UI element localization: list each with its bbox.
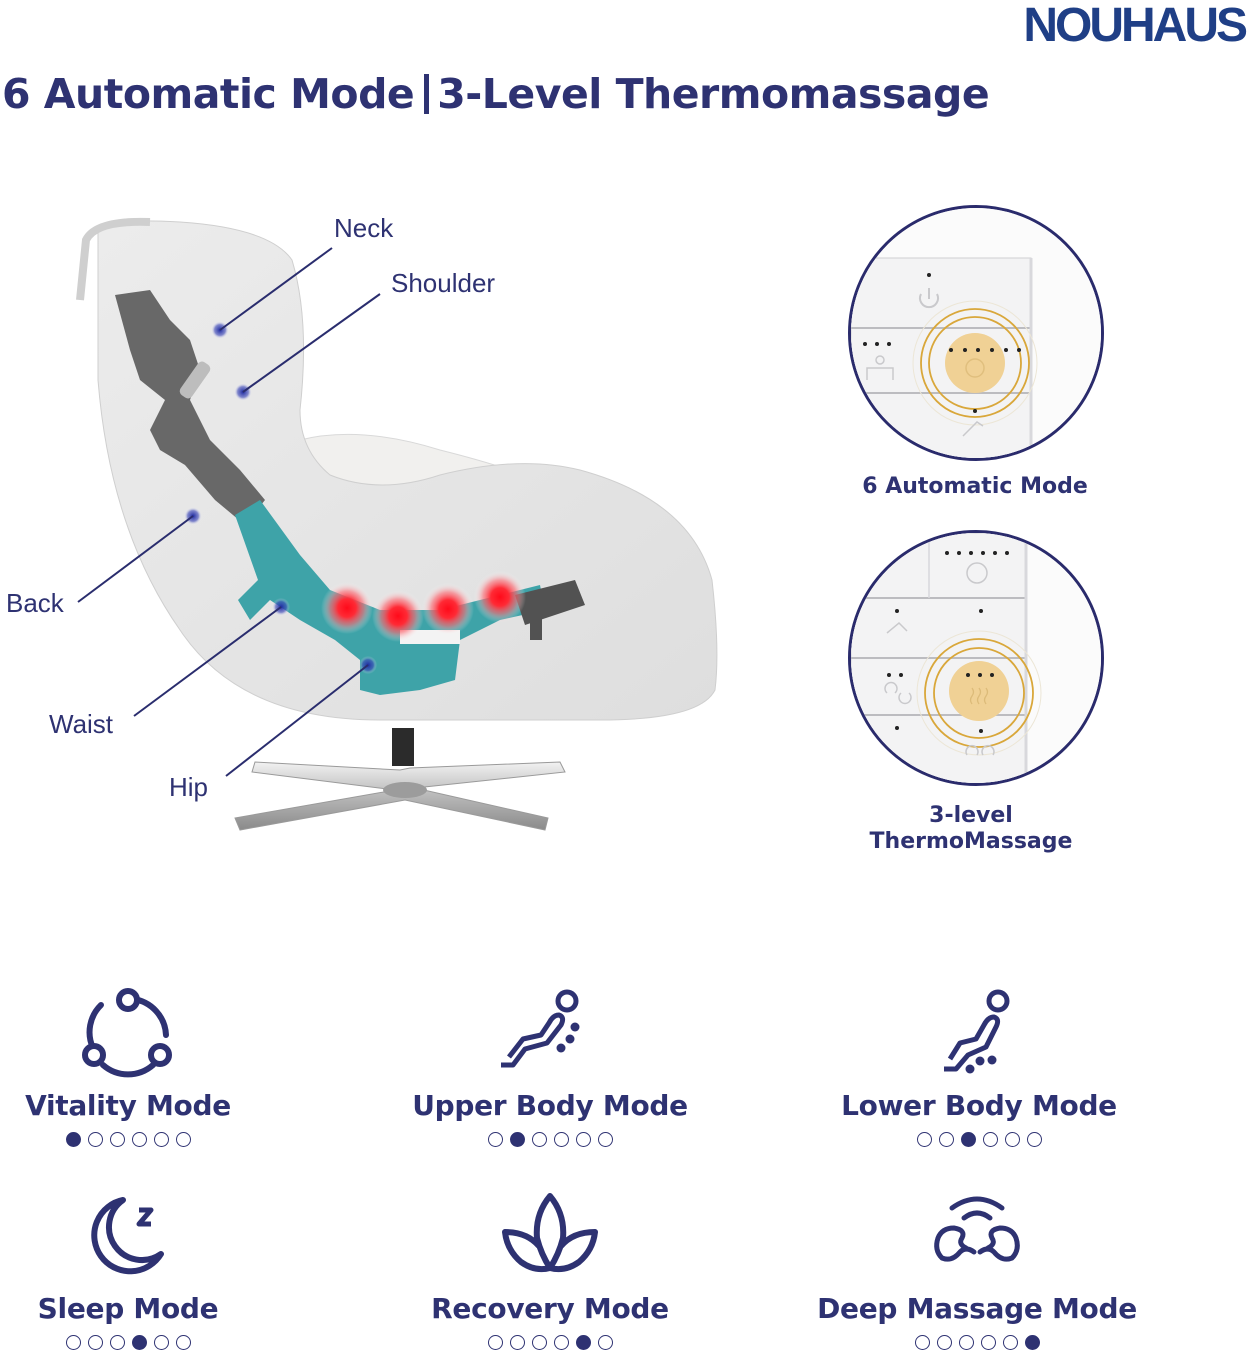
indicator-dot [531, 1335, 547, 1350]
mode-card-vitality: Vitality Mode [0, 985, 328, 1147]
remote-panel-thermo [848, 530, 1104, 786]
indicator-dot [153, 1132, 169, 1147]
mode-indicator-sleep [0, 1335, 328, 1350]
indicator-dot [597, 1132, 613, 1147]
title-divider [424, 74, 430, 114]
mode-card-deep-massage: Deep Massage Mode [777, 1188, 1177, 1350]
zone-label-waist: Waist [49, 709, 114, 739]
zone-label-back: Back [6, 588, 64, 618]
indicator-dot [65, 1132, 81, 1147]
caption-line-1: 3-level [929, 803, 1013, 828]
mode-card-recovery: Recovery Mode [350, 1188, 750, 1350]
indicator-dot [509, 1335, 525, 1350]
upper-body-icon [501, 989, 580, 1068]
indicator-dot [175, 1132, 191, 1147]
remote-closeup-auto [851, 208, 1101, 458]
zone-label-hip: Hip [169, 772, 209, 802]
indicator-dot [109, 1132, 125, 1147]
indicator-dot [1004, 1132, 1020, 1147]
indicator-dot [1026, 1132, 1042, 1147]
indicator-dot [153, 1335, 169, 1350]
indicator-dot [531, 1132, 547, 1147]
indicator-dot [982, 1132, 998, 1147]
lower-body-icon [944, 989, 1010, 1074]
mode-indicator-lower-body [779, 1132, 1179, 1147]
indicator-dot [487, 1335, 503, 1350]
indicator-dot [916, 1132, 932, 1147]
indicator-dot [553, 1335, 569, 1350]
indicator-dot [575, 1335, 591, 1350]
mode-indicator-recovery [350, 1335, 750, 1350]
mode-card-sleep: Sleep Mode [0, 1188, 328, 1350]
indicator-dot [87, 1335, 103, 1350]
indicator-dot [960, 1132, 976, 1147]
title-thermomassage: 3-Level Thermomassage [437, 70, 990, 118]
indicator-dot [87, 1132, 103, 1147]
indicator-dot [553, 1132, 569, 1147]
mode-label-upper-body: Upper Body Mode [412, 1089, 688, 1122]
indicator-dot [597, 1335, 613, 1350]
indicator-dot [914, 1335, 930, 1350]
title-automatic-mode: 6 Automatic Mode [2, 70, 415, 118]
mode-label-deep-massage: Deep Massage Mode [817, 1292, 1137, 1325]
indicator-dot [109, 1335, 125, 1350]
indicator-dot [131, 1132, 147, 1147]
chair-graphic [76, 217, 718, 831]
vitality-icon [82, 988, 172, 1078]
mode-label-sleep: Sleep Mode [37, 1292, 219, 1325]
mode-label-recovery: Recovery Mode [431, 1292, 669, 1325]
mode-label-lower-body: Lower Body Mode [841, 1089, 1117, 1122]
remote-closeup-thermo [851, 533, 1101, 783]
mode-indicator-upper-body [350, 1132, 750, 1147]
indicator-dot [509, 1132, 525, 1147]
recovery-icon [502, 1193, 598, 1273]
indicator-dot [1024, 1335, 1040, 1350]
mode-card-upper-body: Upper Body Mode [350, 985, 750, 1147]
zone-label-neck: Neck [334, 213, 394, 243]
mode-indicator-deep-massage [777, 1335, 1177, 1350]
indicator-dot [575, 1132, 591, 1147]
remote-panel-auto-mode [848, 205, 1104, 461]
deep-massage-icon [934, 1196, 1020, 1262]
mode-label-vitality: Vitality Mode [25, 1089, 231, 1122]
indicator-dot [175, 1335, 191, 1350]
mode-card-lower-body: Lower Body Mode [779, 985, 1179, 1147]
indicator-dot [936, 1335, 952, 1350]
indicator-dot [487, 1132, 503, 1147]
panel-caption-auto-mode: 6 Automatic Mode [862, 474, 1088, 499]
indicator-dot [1002, 1335, 1018, 1350]
indicator-dot [958, 1335, 974, 1350]
caption-line-2: ThermoMassage [869, 829, 1073, 854]
indicator-dot [938, 1132, 954, 1147]
panel-caption-thermo: 3-level ThermoMassage [840, 803, 1102, 855]
sleep-icon [91, 1197, 164, 1275]
indicator-dot [131, 1335, 147, 1350]
mode-indicator-vitality [0, 1132, 328, 1147]
brand-logo: NOUHAUS [1023, 0, 1248, 52]
massage-chair-illustration: Neck Shoulder Back Waist Hip [0, 200, 730, 850]
indicator-dot [980, 1335, 996, 1350]
zone-label-shoulder: Shoulder [391, 268, 496, 298]
indicator-dot [65, 1335, 81, 1350]
page-title: 6 Automatic Mode 3-Level Thermomassage [2, 70, 990, 118]
